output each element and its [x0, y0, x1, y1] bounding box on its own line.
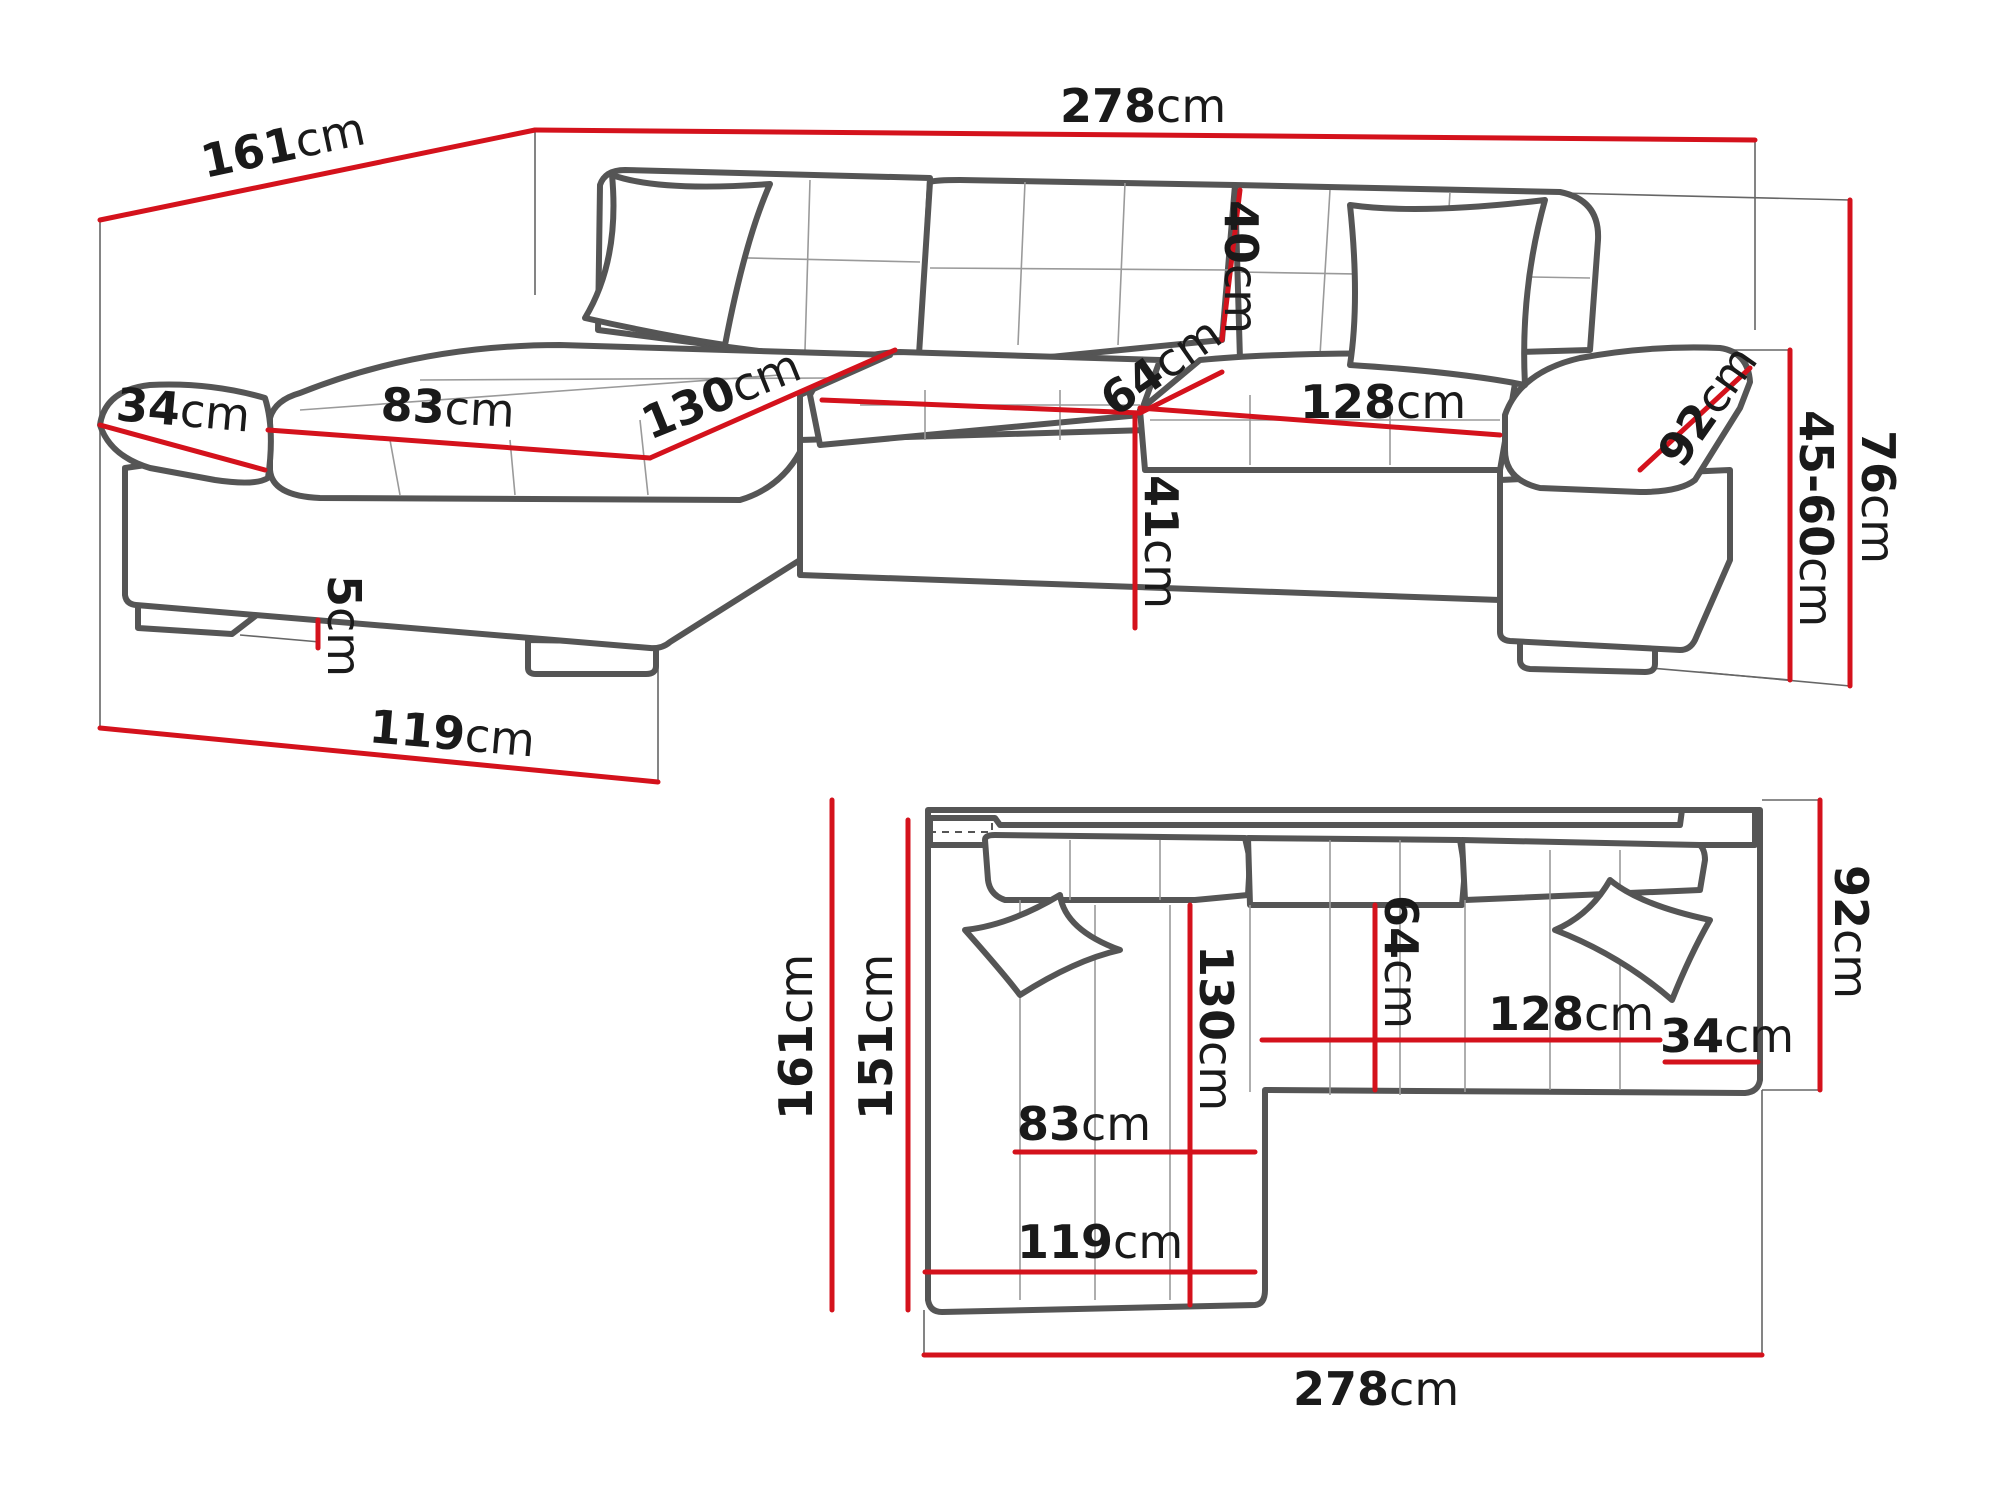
- top-view-outline: [925, 807, 1763, 1315]
- label-76: 76cm: [1851, 430, 1905, 564]
- right-armrest: [1502, 344, 1753, 495]
- top-label-83: 83cm: [1017, 1097, 1151, 1151]
- top-label-34: 34cm: [1660, 1009, 1794, 1063]
- top-view-dimension-lines: [829, 797, 1823, 1358]
- left-pillow: [582, 172, 773, 348]
- dim-line-64: [1137, 369, 1225, 416]
- label-128: 128cm: [1300, 375, 1466, 429]
- backrest-stitching: [619, 179, 1591, 356]
- top-view-sofa-drawing: [831, 799, 1820, 1355]
- dim-line-40: [1219, 187, 1243, 343]
- dim-line-130: [647, 347, 898, 461]
- top-view-right-pillow: [1552, 877, 1713, 1003]
- top-label-130: 130cm: [1189, 945, 1243, 1111]
- perspective-dimension-lines: [97, 127, 1853, 785]
- label-119-bottom: 119cm: [367, 699, 537, 767]
- right-pillow: [1347, 197, 1548, 388]
- top-view-seat-modules: [982, 832, 1708, 1300]
- label-5: 5cm: [317, 575, 371, 677]
- dim-line-83: [265, 427, 653, 461]
- label-40: 40cm: [1214, 200, 1268, 334]
- dim-line-seat-front: [819, 397, 1143, 416]
- top-view-labels: 161cm 151cm 130cm 64cm 128cm 34cm 92cm 8…: [769, 865, 1878, 1416]
- top-label-128: 128cm: [1488, 987, 1654, 1041]
- label-161-depth: 161cm: [196, 101, 370, 188]
- label-41: 41cm: [1134, 475, 1188, 609]
- chaise-seat: [267, 342, 893, 503]
- top-label-64: 64cm: [1374, 895, 1428, 1029]
- perspective-labels: 278cm 161cm 34cm 83cm 130cm 64cm 40cm 12…: [114, 79, 1905, 767]
- dim-line-128: [1137, 405, 1503, 438]
- label-278-top: 278cm: [1060, 79, 1226, 133]
- dim-line-278-top: [532, 127, 1758, 143]
- label-83: 83cm: [379, 377, 516, 438]
- dim-line-161-depth: [97, 127, 538, 223]
- dim-line-34: [97, 422, 268, 473]
- top-label-161: 161cm: [769, 954, 823, 1120]
- top-label-278: 278cm: [1293, 1362, 1459, 1416]
- perspective-sofa-drawing: [97, 130, 1851, 782]
- top-view-left-pillow: [962, 892, 1123, 998]
- right-arm-base: [1497, 467, 1733, 653]
- dim-line-92: [1637, 365, 1753, 473]
- top-view-left-arm-dashed: [932, 817, 993, 833]
- label-45-60: 45-60cm: [1789, 410, 1843, 627]
- top-label-92: 92cm: [1824, 865, 1878, 999]
- top-label-151: 151cm: [849, 954, 903, 1120]
- label-34: 34cm: [114, 377, 252, 442]
- top-label-119: 119cm: [1017, 1215, 1183, 1269]
- dim-line-119: [97, 725, 661, 785]
